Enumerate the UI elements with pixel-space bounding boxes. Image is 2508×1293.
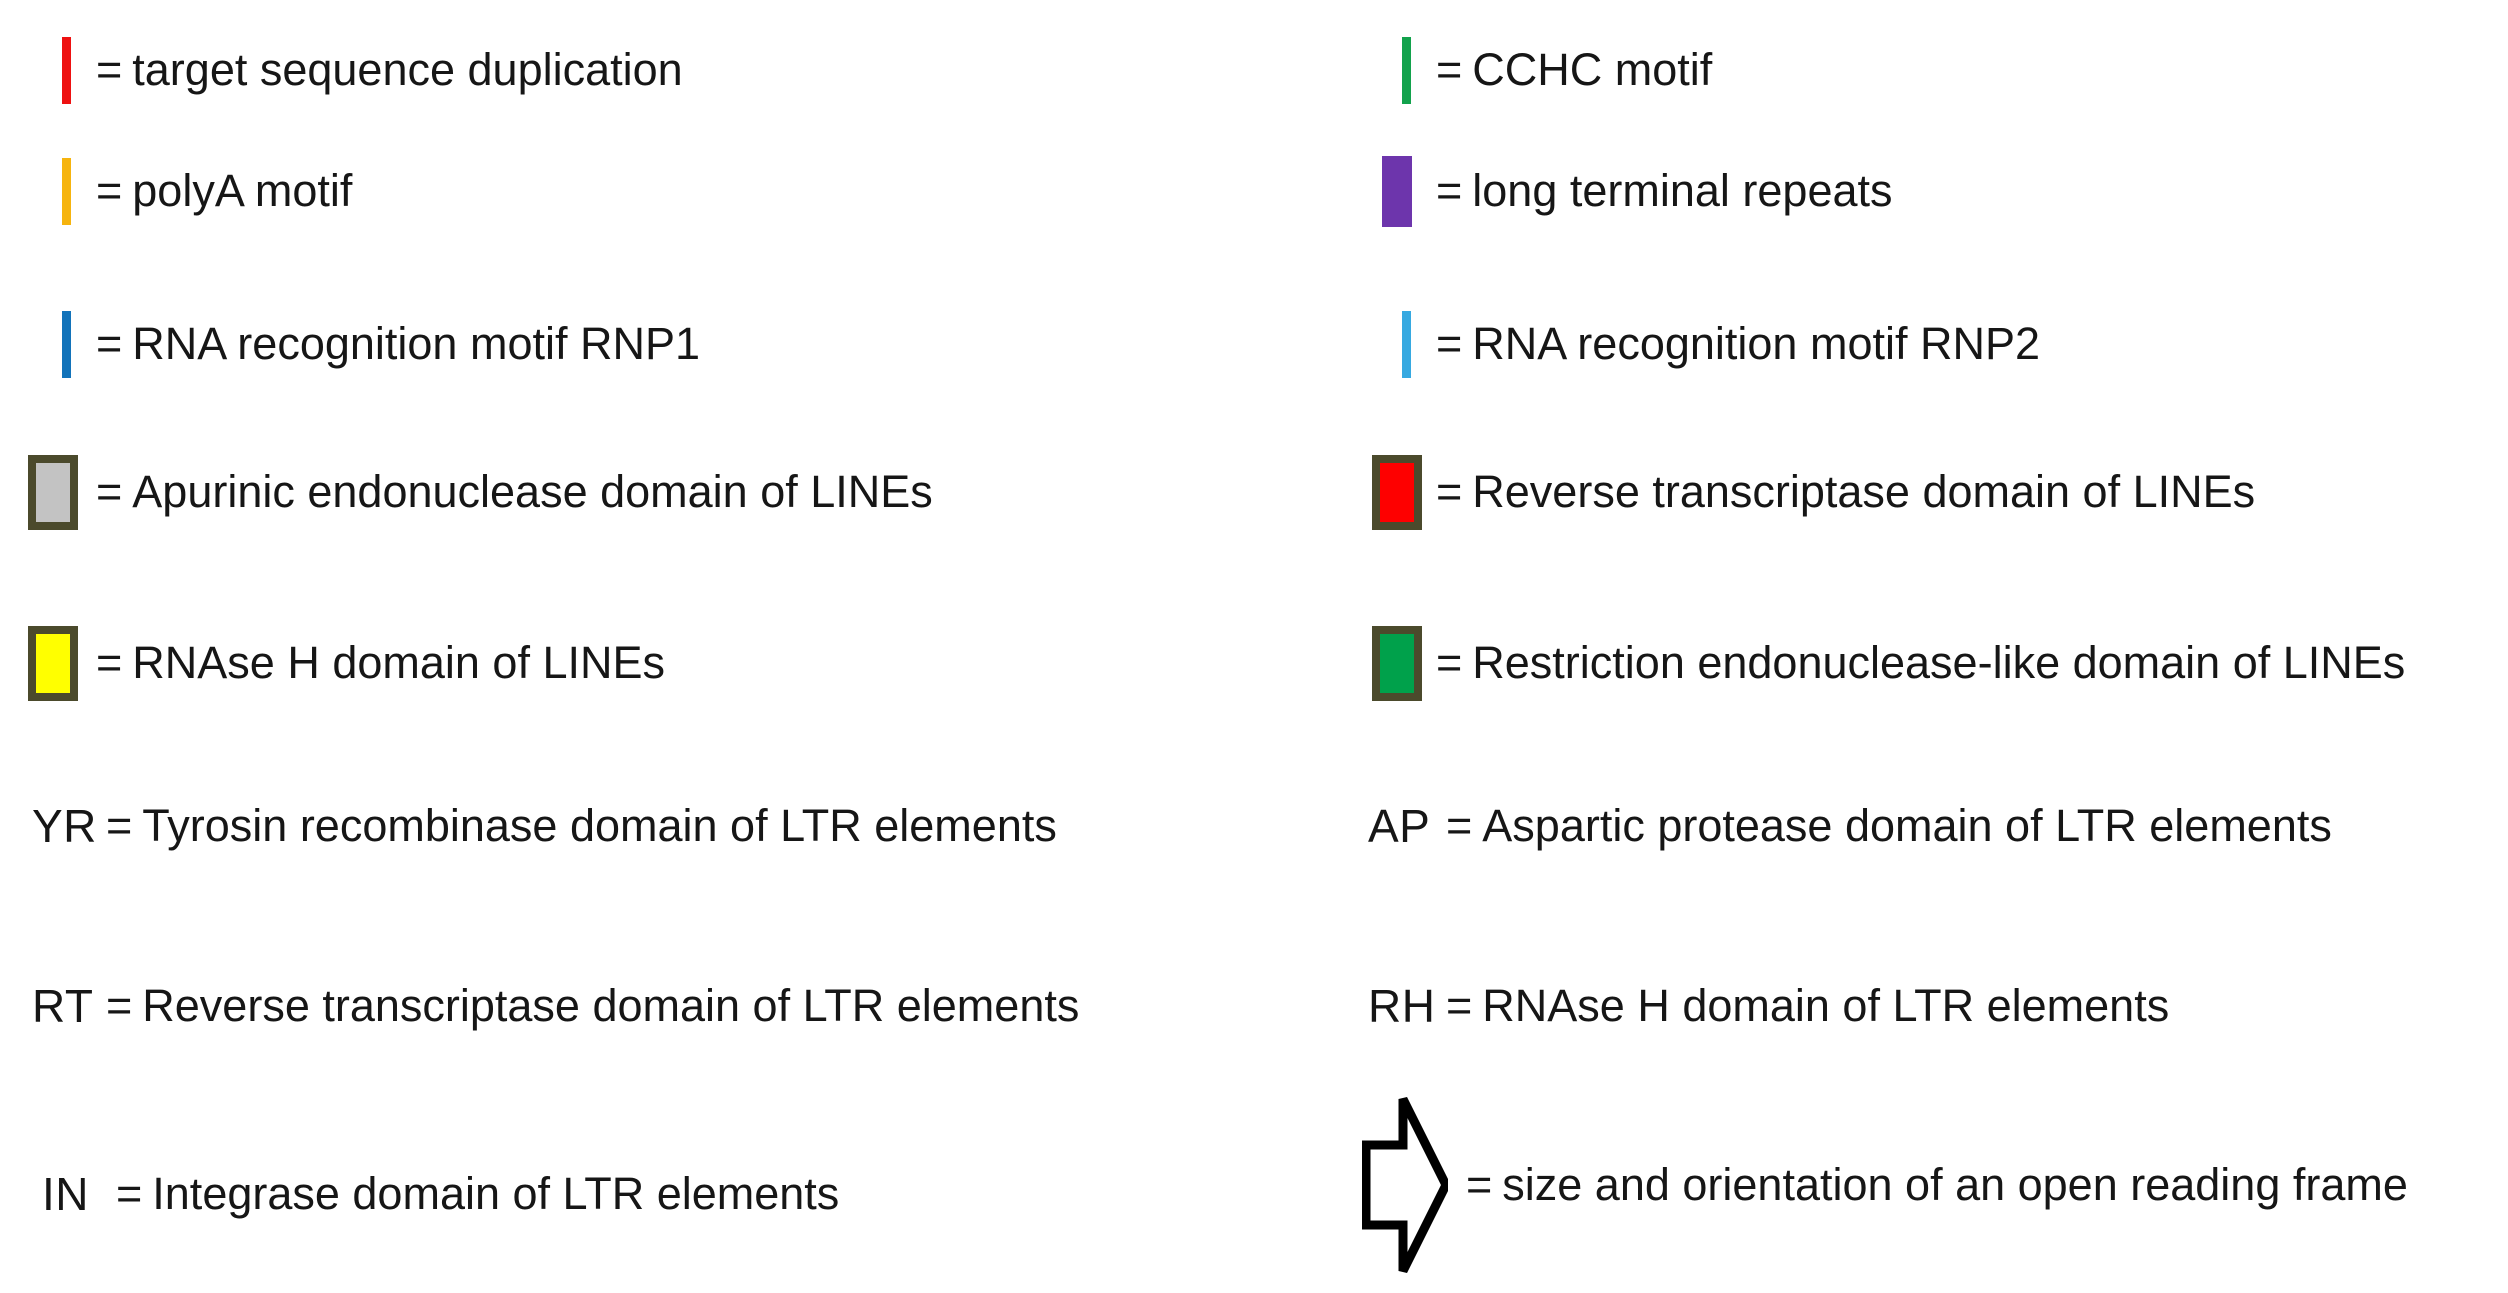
equals-sign: = [1436,637,1463,689]
legend-item-label: =RNAse H domain of LINEs [96,637,665,689]
grey-box-icon [28,454,78,530]
marker-cell [1358,625,1436,701]
legend-row-rnp2: =RNA recognition motif RNP2 [1358,284,2508,404]
legend-row-open-reading-frame: =size and orientation of an open reading… [1358,1095,2508,1275]
legend-item-label: =CCHC motif [1436,44,1713,96]
equals-sign: = [106,800,133,852]
legend-row-tyrosin-recombinase: YR =Tyrosin recombinase domain of LTR el… [18,766,1338,886]
purple-bar-icon [1382,155,1412,227]
equals-sign: = [1466,1159,1493,1211]
legend-item-label: =long terminal repeats [1436,165,1893,217]
legend-row-integrase-ltr: IN =Integrase domain of LTR elements [28,1134,1348,1254]
marker-cell [1358,454,1436,530]
orange-bar-icon [62,157,71,225]
equals-sign: = [96,637,123,689]
yellow-box-icon [28,625,78,701]
equals-sign: = [96,318,123,370]
marker-cell [1358,310,1436,378]
legend-item-label: =target sequence duplication [96,44,683,96]
legend-item-text: Tyrosin recombinase domain of LTR elemen… [142,800,1057,852]
equals-sign: = [1436,318,1463,370]
equals-sign: = [96,44,123,96]
marker-cell [1358,36,1436,104]
legend-row-reverse-transcriptase-ltr: RT =Reverse transcriptase domain of LTR … [18,946,1338,1066]
marker-cell [18,36,96,104]
equals-sign: = [1436,165,1463,217]
legend-item-text: Reverse transcriptase domain of LINEs [1472,466,2256,518]
legend-item-text: RNAse H domain of LTR elements [1482,980,2170,1032]
equals-sign: = [96,165,123,217]
legend-item-text: RNA recognition motif RNP2 [1472,318,2041,370]
legend-item-label: =size and orientation of an open reading… [1466,1159,2408,1211]
legend-item-label: =Integrase domain of LTR elements [116,1168,840,1220]
legend-row-long-terminal-repeats: =long terminal repeats [1358,131,2508,251]
abbr-ap-label: AP [1368,800,1431,852]
legend-item-text: Restriction endonuclease-like domain of … [1472,637,2406,689]
legend-item-text: Integrase domain of LTR elements [152,1168,840,1220]
legend-item-text: polyA motif [132,165,353,217]
light-blue-bar-icon [1402,310,1411,378]
equals-sign: = [1446,980,1473,1032]
legend-item-label: =RNA recognition motif RNP1 [96,318,701,370]
equals-sign: = [1446,800,1473,852]
blue-bar-icon [62,310,71,378]
legend-item-text: long terminal repeats [1472,165,1893,217]
legend-item-text: size and orientation of an open reading … [1502,1159,2408,1211]
legend-row-restriction-endonuclease-like: =Restriction endonuclease-like domain of… [1358,603,2508,723]
marker-cell [18,454,96,530]
legend-item-text: Reverse transcriptase domain of LTR elem… [142,980,1080,1032]
equals-sign: = [1436,466,1463,518]
abbr-yr-label: YR [32,800,97,852]
legend-row-apurinic-endonuclease: =Apurinic endonuclease domain of LINEs [18,432,1338,552]
equals-sign: = [116,1168,143,1220]
red-box-icon [1372,454,1422,530]
legend-item-label: =Reverse transcriptase domain of LINEs [1436,466,2256,518]
legend-row-target-sequence-duplication: =target sequence duplication [18,10,1338,130]
legend-item-text: Aspartic protease domain of LTR elements [1482,800,2332,852]
orf-arrow-icon [1362,1096,1448,1274]
legend-item-text: Apurinic endonuclease domain of LINEs [132,466,933,518]
legend-row-polya-motif: =polyA motif [18,131,1338,251]
legend-item-label: =Apurinic endonuclease domain of LINEs [96,466,933,518]
legend-item-label: =Tyrosin recombinase domain of LTR eleme… [106,800,1057,852]
equals-sign: = [106,980,133,1032]
legend-item-label: =RNAse H domain of LTR elements [1446,980,2170,1032]
marker-cell [18,625,96,701]
legend-row-aspartic-protease: AP =Aspartic protease domain of LTR elem… [1358,766,2508,886]
legend-item-text: RNAse H domain of LINEs [132,637,665,689]
legend-item-text: RNA recognition motif RNP1 [132,318,701,370]
legend-row-rnp1: =RNA recognition motif RNP1 [18,284,1338,404]
legend-row-cchc-motif: =CCHC motif [1358,10,2508,130]
green-box-icon [1372,625,1422,701]
legend-item-text: CCHC motif [1472,44,1713,96]
legend-row-rnaseh-lines: =RNAse H domain of LINEs [18,603,1338,723]
marker-cell [18,157,96,225]
legend-item-label: =Aspartic protease domain of LTR element… [1446,800,2332,852]
legend-item-label: =RNA recognition motif RNP2 [1436,318,2041,370]
marker-cell [18,310,96,378]
legend-item-text: target sequence duplication [132,44,683,96]
legend-item-label: =Reverse transcriptase domain of LTR ele… [106,980,1080,1032]
green-bar-icon [1402,36,1411,104]
abbr-rt-label: RT [32,980,94,1032]
legend-row-reverse-transcriptase-lines: =Reverse transcriptase domain of LINEs [1358,432,2508,552]
abbr-in-label: IN [42,1168,89,1220]
legend-item-label: =Restriction endonuclease-like domain of… [1436,637,2406,689]
legend-item-label: =polyA motif [96,165,353,217]
legend-row-rnaseh-ltr: RH =RNAse H domain of LTR elements [1358,946,2508,1066]
marker-cell [1358,1095,1458,1275]
equals-sign: = [96,466,123,518]
abbr-rh-label: RH [1368,980,1436,1032]
equals-sign: = [1436,44,1463,96]
marker-cell [1358,155,1436,227]
red-bar-icon [62,36,71,104]
